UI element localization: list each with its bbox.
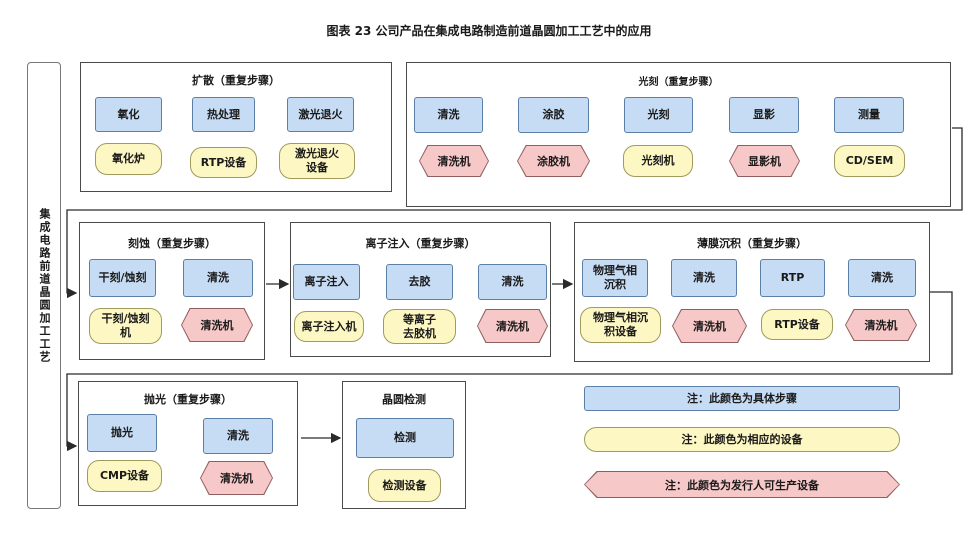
equipment-oxidation-furnace: 氧化炉 — [95, 143, 162, 175]
step-inspect: 检测 — [356, 418, 454, 458]
step-clean: 清洗 — [671, 259, 737, 297]
equipment-laser-anneal: 激光退火 设备 — [279, 143, 355, 179]
maker-cleaning-machine: 清洗机 — [478, 310, 547, 342]
equipment-rtp: RTP设备 — [190, 147, 257, 178]
step-develop: 显影 — [729, 97, 799, 133]
step-clean: 清洗 — [183, 259, 253, 297]
equipment-cmp: CMP设备 — [87, 460, 162, 492]
maker-cleaning-machine-wrap: 清洗机 — [200, 461, 273, 495]
maker-cleaning-machine-wrap: 清洗机 — [419, 145, 489, 177]
maker-coater: 涂胶机 — [518, 146, 589, 176]
maker-cleaning-machine-wrap: 清洗机 — [181, 308, 253, 342]
maker-cleaning-machine: 清洗机 — [182, 309, 252, 341]
maker-cleaning-machine: 清洗机 — [201, 462, 272, 494]
step-heat-treatment: 热处理 — [192, 97, 255, 132]
equipment-inspection: 检测设备 — [368, 469, 441, 502]
group-title: 薄膜沉积（重复步骤） — [697, 237, 807, 250]
legend-maker: 注：此颜色为发行人可生产设备 — [585, 472, 899, 497]
equipment-etcher: 干刻/蚀刻 机 — [89, 308, 162, 344]
side-label-box: 集成电路前道晶圆加工工艺 — [27, 62, 61, 509]
step-coating: 涂胶 — [518, 97, 589, 133]
maker-cleaning-machine: 清洗机 — [846, 310, 916, 340]
step-clean: 清洗 — [478, 264, 547, 300]
equipment-ion-implanter: 离子注入机 — [294, 311, 364, 342]
group-lithography: 光刻（重复步骤） — [406, 62, 951, 207]
step-strip: 去胶 — [386, 264, 453, 300]
maker-cleaning-machine-wrap: 清洗机 — [845, 309, 917, 341]
maker-cleaning-machine: 清洗机 — [673, 310, 746, 342]
step-clean: 清洗 — [203, 418, 273, 454]
equipment-rtp: RTP设备 — [761, 309, 833, 340]
step-polish: 抛光 — [87, 414, 157, 452]
group-title: 抛光（重复步骤） — [144, 393, 232, 406]
group-title: 晶圆检测 — [382, 393, 426, 406]
figure-title: 图表 23 公司产品在集成电路制造前道晶圆加工工艺中的应用 — [326, 24, 652, 38]
equipment-pvd: 物理气相沉 积设备 — [580, 307, 661, 343]
step-clean: 清洗 — [848, 259, 916, 297]
maker-developer: 显影机 — [730, 146, 799, 176]
group-title: 刻蚀（重复步骤） — [128, 237, 216, 250]
group-title: 扩散（重复步骤） — [192, 74, 280, 87]
equipment-lithography-machine: 光刻机 — [623, 145, 693, 177]
maker-cleaning-machine-wrap: 清洗机 — [672, 309, 747, 343]
step-exposure: 光刻 — [624, 97, 693, 133]
maker-coater-wrap: 涂胶机 — [517, 145, 590, 177]
step-laser-anneal: 激光退火 — [287, 97, 354, 132]
group-title: 光刻（重复步骤） — [638, 77, 719, 88]
step-ion-implant: 离子注入 — [293, 264, 360, 300]
equipment-plasma-stripper: 等离子 去胶机 — [383, 309, 456, 344]
connector — [66, 127, 963, 299]
step-measure: 测量 — [834, 97, 904, 133]
legend-equipment: 注：此颜色为相应的设备 — [584, 427, 900, 452]
step-oxidation: 氧化 — [95, 97, 162, 132]
equipment-cd-sem: CD/SEM — [834, 145, 905, 177]
legend-maker-wrap: 注：此颜色为发行人可生产设备 — [584, 471, 900, 498]
step-dry-etch: 干刻/蚀刻 — [89, 259, 156, 297]
step-rtp: RTP — [760, 259, 825, 297]
maker-cleaning-machine-wrap: 清洗机 — [477, 309, 548, 343]
step-clean: 清洗 — [414, 97, 483, 133]
connector — [66, 291, 953, 452]
legend-step: 注：此颜色为具体步骤 — [584, 386, 900, 411]
group-title: 离子注入（重复步骤） — [365, 237, 476, 250]
maker-cleaning-machine: 清洗机 — [420, 146, 488, 176]
maker-developer-wrap: 显影机 — [729, 145, 800, 177]
side-label: 集成电路前道晶圆加工工艺 — [38, 207, 51, 364]
step-pvd: 物理气相 沉积 — [582, 259, 648, 297]
